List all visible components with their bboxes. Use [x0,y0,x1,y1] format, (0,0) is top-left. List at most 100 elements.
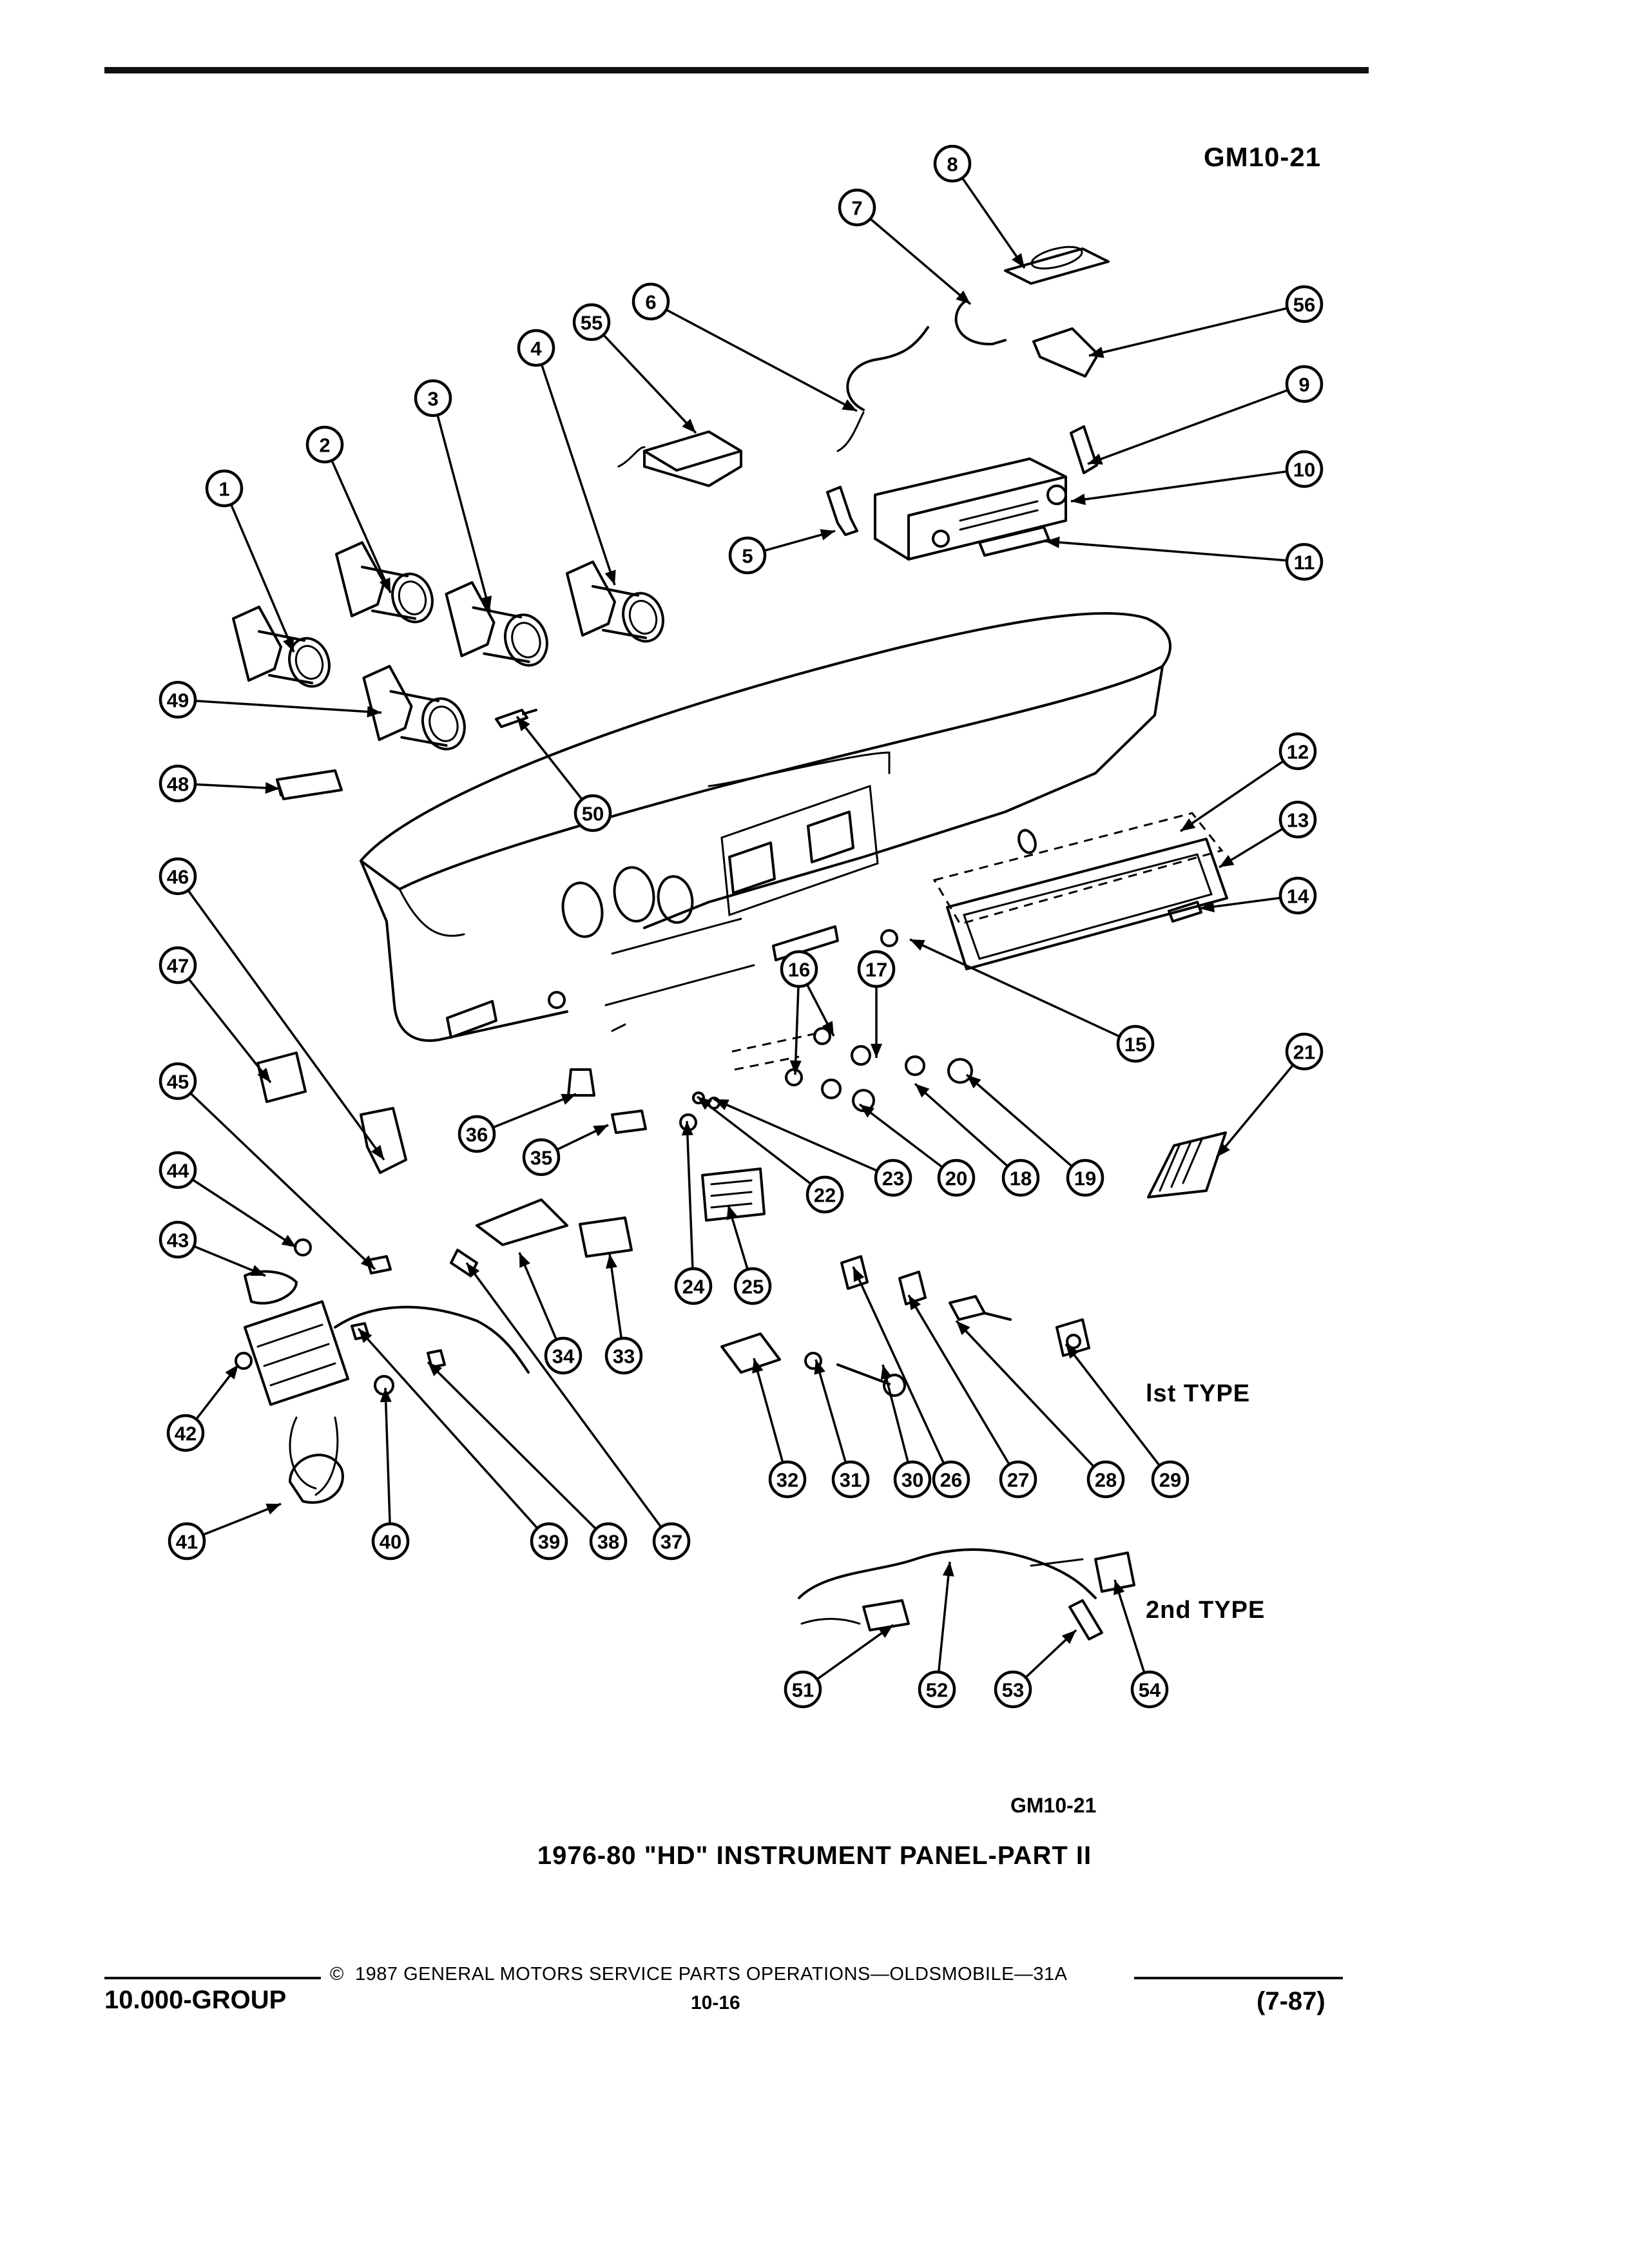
copyright-text: 1987 GENERAL MOTORS SERVICE PARTS OPERAT… [355,1964,1068,1984]
gauge-1-flange [232,606,282,682]
relay-47 [256,1052,307,1103]
leader-30 [882,1364,909,1463]
callout-number: 2 [319,434,330,457]
leader-28-arrow [956,1321,970,1336]
leader-5-arrow [820,529,835,541]
leader-21-arrow [1217,1142,1230,1157]
leader-54 [1113,1579,1146,1673]
callout-circle [893,1460,932,1499]
part-17 [851,1045,871,1066]
callout-circle [1285,1032,1324,1071]
part-42 [235,1352,253,1370]
switch-33 [579,1216,633,1258]
callout-circle [166,1414,205,1452]
leader-56 [1088,307,1288,357]
callout-41: 41 [168,1522,206,1561]
callout-circle [1116,1024,1155,1063]
part-19 [947,1058,973,1084]
part-31 [804,1352,822,1370]
callout-number: 30 [901,1469,923,1492]
harness-main [334,1305,530,1374]
callout-number: 53 [1002,1679,1024,1702]
callout-circle [159,680,197,719]
part-29-knob [1066,1334,1081,1349]
leader-36-arrow [561,1093,576,1105]
gauge-1-face [288,637,331,688]
cluster-hole-2 [613,866,655,923]
callout-number: 28 [1095,1469,1117,1492]
callout-8: 8 [933,144,972,183]
leader-2 [331,459,392,593]
callout-circle [994,1670,1032,1709]
callout-number: 34 [552,1345,575,1368]
callout-circle [933,144,972,183]
radio-knob-right [1046,485,1067,505]
leader-54-arrow [1113,1580,1125,1595]
leader-4 [540,364,616,586]
callout-circle [728,536,767,575]
callout-52: 52 [918,1670,956,1709]
callout-37: 37 [652,1522,691,1561]
center-vent-right [807,811,854,863]
knob-30 [883,1374,906,1397]
callout-circle [414,379,452,418]
gauge-4-body [592,585,647,639]
callout-circle [458,1115,496,1153]
module-48 [276,769,343,800]
leader-38-arrow [428,1362,442,1376]
leader-34-arrow [519,1253,530,1268]
callout-number: 10 [1293,459,1315,481]
leader-34 [518,1252,558,1340]
callout-circle [768,1460,807,1499]
leader-32 [753,1358,784,1463]
shaft-30 [836,1363,891,1385]
callout-53: 53 [994,1670,1032,1709]
gauge-3-dial [511,622,541,658]
callout-21: 21 [1285,1032,1324,1071]
switch-41 [289,1454,344,1504]
leader-16-0-arrow [822,1021,834,1036]
leader-28 [955,1320,1095,1468]
callout-50: 50 [574,794,612,832]
dash-fold [708,751,891,787]
leader-lines [187,177,1295,1680]
callout-23: 23 [874,1158,912,1197]
leader-22 [696,1095,812,1185]
leader-26-arrow [853,1267,865,1282]
leader-40 [384,1387,391,1524]
parts-drawing [232,245,1228,1640]
callout-7: 7 [838,188,876,227]
callout-number: 11 [1294,552,1315,574]
callout-25: 25 [733,1267,772,1305]
callout-number: 13 [1287,809,1309,832]
vent-25 [701,1168,766,1222]
leader-21 [1215,1064,1295,1158]
leader-35-arrow [593,1125,608,1137]
page-number: 10-16 [691,1992,740,2013]
leader-53-arrow [1061,1630,1076,1644]
callout-number: 19 [1074,1168,1096,1190]
leader-46-arrow [371,1144,384,1160]
part-38 [427,1349,446,1369]
bracket-56 [1032,327,1099,378]
callout-3: 3 [414,379,452,418]
callout-circle [1130,1670,1169,1709]
leader-51-arrow [878,1625,893,1639]
callout-number: 26 [940,1469,962,1492]
leader-25-arrow [726,1205,738,1220]
gauge-49-face [421,697,466,751]
leader-23-arrow [714,1099,729,1111]
callout-number: 16 [788,959,810,981]
part-18 [905,1055,925,1076]
harness-6-end [836,411,865,452]
callout-5: 5 [728,536,767,575]
leader-6-arrow [842,399,857,411]
leader-8 [961,177,1026,269]
leader-27 [907,1294,1010,1465]
callout-circle [530,1522,568,1561]
callout-number: 4 [530,338,542,360]
clip-53 [1068,1599,1103,1640]
vent-25-louvers [710,1179,753,1209]
callout-circle [1285,450,1324,488]
figure-caption: 1976-80 "HD" INSTRUMENT PANEL-PART II [537,1841,1092,1870]
